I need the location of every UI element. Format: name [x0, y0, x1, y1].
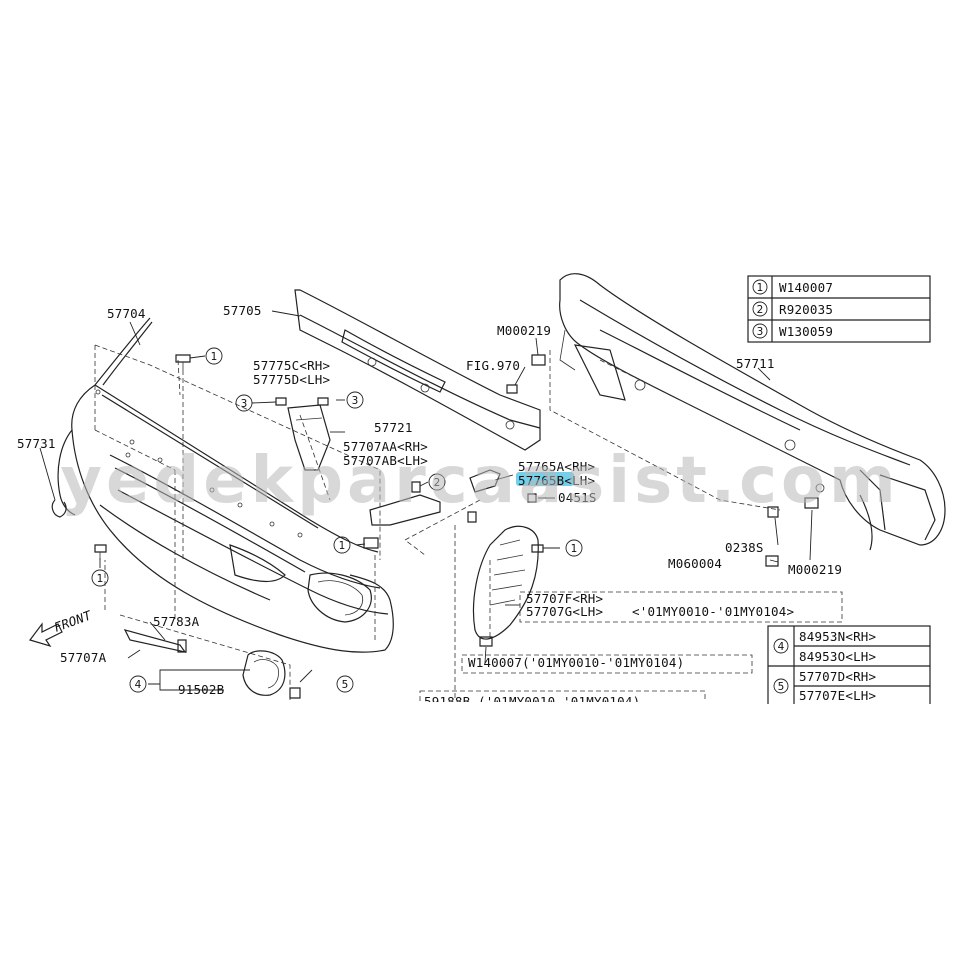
frame-w140007 — [461, 654, 753, 674]
label-0451s: 0451S — [558, 490, 597, 505]
svg-text:3: 3 — [241, 398, 248, 410]
svg-text:57707E<LH>: 57707E<LH> — [799, 688, 876, 703]
label-57707aa: 57707AA<RH> — [343, 439, 428, 454]
callout-4: 4 — [129, 675, 147, 693]
svg-text:1: 1 — [211, 351, 218, 363]
label-m000219-bottom: M000219 — [788, 562, 842, 577]
callout-2: 2 — [428, 473, 446, 491]
svg-text:1: 1 — [97, 573, 104, 585]
clipped-59188b: 59188B ('01MY0010-'01MY0104) — [419, 690, 706, 709]
label-date-range: <'01MY0010-'01MY0104> — [632, 604, 794, 619]
legend-row-3: 3 W130059 — [752, 323, 833, 339]
label-57707a: 57707A — [60, 650, 107, 665]
bracket-57765 — [469, 469, 501, 493]
side-group-5: 5 57707D<RH> 57707E<LH> — [773, 669, 876, 703]
svg-text:4: 4 — [778, 641, 785, 653]
bumper-reinforcement — [294, 289, 541, 451]
svg-text:3: 3 — [352, 395, 359, 407]
bumper-cover — [51, 317, 394, 653]
fasteners — [94, 354, 819, 699]
legend-row-1: 1 W140007 — [752, 279, 833, 295]
callout-1-left: 1 — [91, 569, 109, 587]
legend-table: 1 W140007 2 R920035 3 W130059 — [747, 275, 931, 343]
frame-57707f — [519, 591, 843, 623]
label-57707ab: 57707AB<LH> — [343, 453, 428, 468]
label-57704: 57704 — [107, 306, 146, 321]
label-91502b: 91502B — [178, 682, 224, 697]
front-arrow: FRONT — [29, 607, 95, 648]
label-57765b: 57765B<LH> — [518, 473, 595, 488]
label-fig970: FIG.970 — [466, 358, 520, 373]
svg-text:3: 3 — [757, 326, 764, 338]
svg-text:2: 2 — [434, 477, 441, 489]
label-57783a: 57783A — [153, 614, 200, 629]
side-trim-57707f — [472, 525, 539, 640]
part-labels: 57704 57705 57711 57731 M000219 FIG.970 … — [17, 303, 842, 697]
svg-text:W130059: W130059 — [779, 324, 833, 339]
label-57711: 57711 — [736, 356, 775, 371]
svg-text:2: 2 — [757, 304, 764, 316]
label-m060004: M060004 — [668, 556, 722, 571]
svg-text:5: 5 — [778, 681, 785, 693]
callout-5: 5 — [336, 675, 354, 693]
svg-text:4: 4 — [135, 679, 142, 691]
label-57775c: 57775C<RH> — [253, 358, 330, 373]
side-table: 4 84953N<RH> 84953O<LH> 5 57707D<RH> 577… — [767, 625, 931, 704]
label-57765a: 57765A<RH> — [518, 459, 595, 474]
svg-text:5: 5 — [342, 679, 349, 691]
label-0238s: 0238S — [725, 540, 764, 555]
callout-1-mid: 1 — [333, 536, 351, 554]
svg-text:57707D<RH>: 57707D<RH> — [799, 669, 876, 684]
watermark: yedekparcaasist.com — [60, 444, 899, 518]
svg-text:R920035: R920035 — [779, 302, 833, 317]
callout-1-top: 1 — [205, 347, 223, 365]
callouts: 1 3 3 2 1 1 1 4 5 — [91, 347, 583, 693]
side-group-4: 4 84953N<RH> 84953O<LH> — [773, 629, 876, 664]
label-57721: 57721 — [374, 420, 413, 435]
callout-3-left: 3 — [235, 394, 253, 412]
highlight-57765b — [516, 472, 574, 486]
svg-text:84953N<RH>: 84953N<RH> — [799, 629, 876, 644]
svg-text:W140007: W140007 — [779, 280, 833, 295]
callout-3-right: 3 — [346, 391, 364, 409]
label-w140007-range: W140007('01MY0010-'01MY0104) — [468, 655, 684, 670]
label-57707g: 57707G<LH> — [526, 604, 603, 619]
front-label: FRONT — [52, 607, 95, 635]
leader-lines — [39, 310, 813, 691]
svg-text:1: 1 — [339, 540, 346, 552]
bracket-57707a — [123, 629, 187, 653]
legend-row-2: 2 R920035 — [752, 301, 833, 317]
label-m000219-top: M000219 — [497, 323, 551, 338]
label-57775d: 57775D<LH> — [253, 372, 330, 387]
svg-text:59188B ('01MY0010-'01MY0104): 59188B ('01MY0010-'01MY0104) — [424, 694, 640, 709]
assembly-lines — [94, 344, 821, 700]
bracket-57707aa — [369, 494, 441, 526]
label-57731: 57731 — [17, 436, 56, 451]
svg-text:1: 1 — [571, 543, 578, 555]
svg-text:1: 1 — [757, 282, 764, 294]
fog-cover-91502b — [242, 650, 286, 696]
callout-1-right: 1 — [565, 539, 583, 557]
label-57707f: 57707F<RH> — [526, 591, 603, 606]
svg-text:84953O<LH>: 84953O<LH> — [799, 649, 876, 664]
label-57705: 57705 — [223, 303, 262, 318]
